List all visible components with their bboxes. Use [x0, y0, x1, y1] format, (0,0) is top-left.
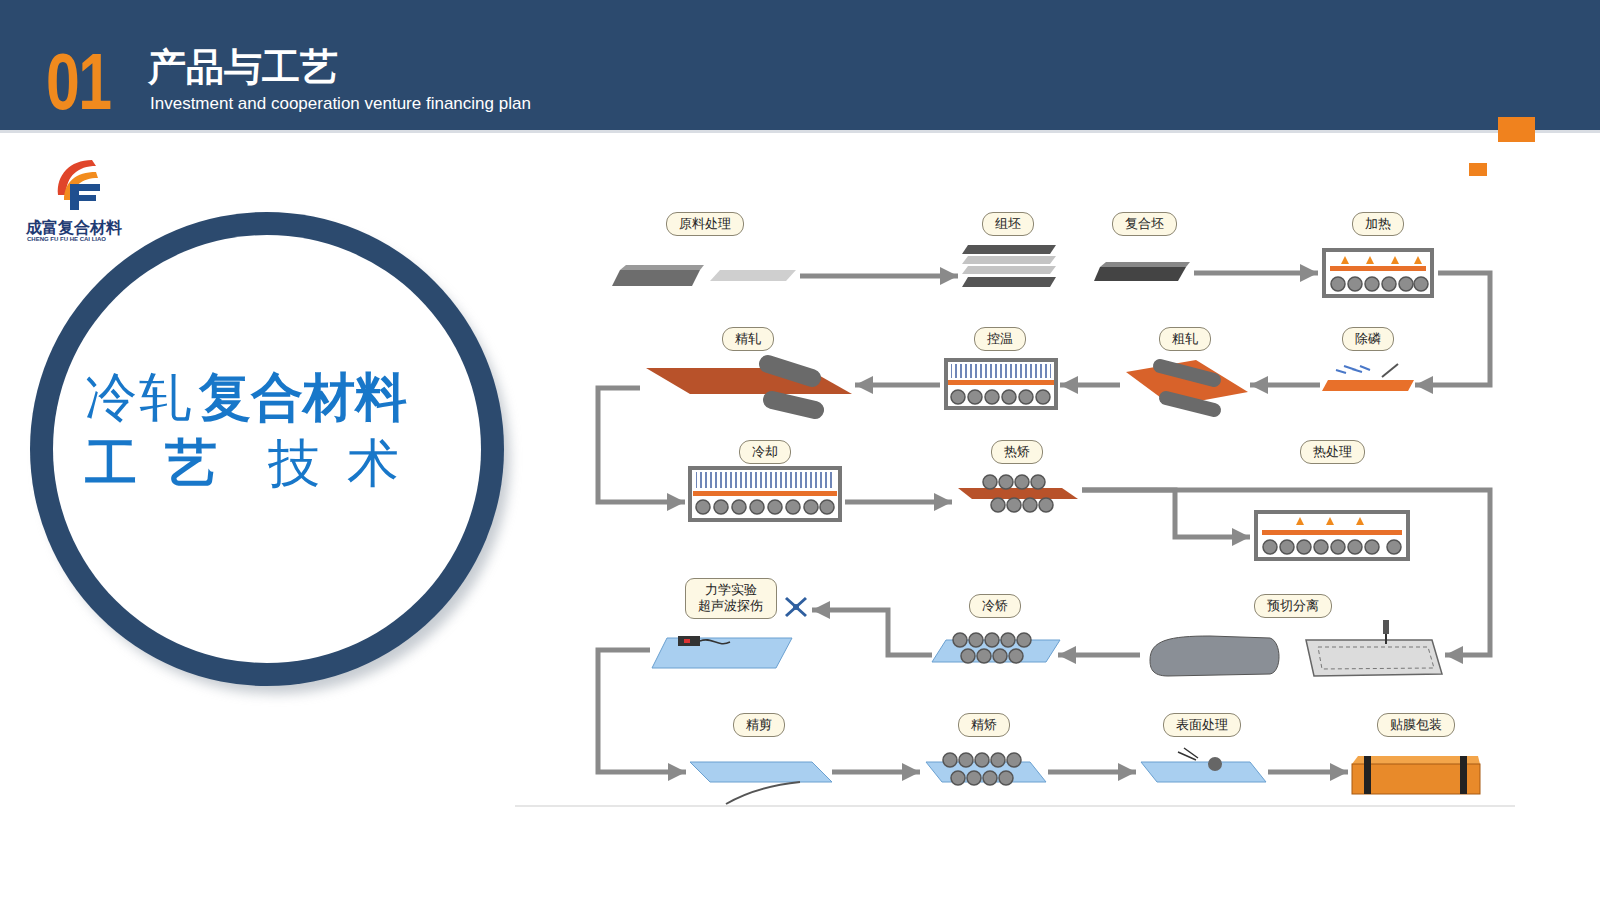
flow-arrow: [598, 650, 686, 772]
step-label: 精剪: [733, 713, 785, 737]
base-rule: [515, 805, 1515, 807]
company-pinyin: CHENG FU FU HE CAI LIAO: [27, 236, 106, 242]
circle-heading: 冷轧: [85, 367, 193, 427]
step-label: 预切分离: [1254, 594, 1332, 618]
accent-square: [1469, 163, 1487, 176]
process-step: 除磷: [1320, 327, 1415, 397]
step-label: 精轧: [722, 327, 774, 351]
flow-arrow: [800, 274, 958, 279]
process-step: 加热: [1318, 212, 1438, 300]
company-logo: [58, 160, 100, 210]
flow-arrow: [1060, 383, 1120, 388]
company-name: 成富复合材料: [26, 218, 122, 239]
circle-heading: 工 艺: [85, 433, 222, 493]
step-label: 组坯: [982, 212, 1034, 236]
process-step: 组坯: [958, 212, 1058, 296]
process-step: 冷矫: [932, 594, 1058, 674]
step-label: 贴膜包装: [1377, 713, 1455, 737]
step-label: 力学实验 超声波探伤: [685, 578, 777, 619]
flow-arrow: [1058, 653, 1140, 658]
flow-arrow: [1082, 490, 1250, 537]
section-number: 01: [46, 36, 111, 128]
process-step: 控温: [940, 327, 1060, 415]
process-step: 粗轧: [1120, 327, 1250, 417]
flow-arrow: [1048, 770, 1136, 775]
subtitle: Investment and cooperation venture finan…: [150, 94, 531, 114]
step-label: 除磷: [1342, 327, 1394, 351]
process-step: 精剪: [686, 713, 832, 798]
flow-arrow: [812, 610, 932, 655]
title-circle: 冷轧复合材料工 艺技 术: [30, 212, 504, 686]
flow-arrow: [598, 388, 685, 502]
accent-square: [1498, 117, 1535, 142]
step-label: 控温: [974, 327, 1026, 351]
flow-arrow: [1082, 490, 1490, 655]
step-label: 热矫: [991, 440, 1043, 464]
process-step: 冷却: [685, 440, 845, 525]
step-label: 冷却: [739, 440, 791, 464]
circle-heading: 复合材料: [199, 367, 407, 427]
flow-arrow: [832, 770, 920, 775]
flow-arrow: [855, 383, 940, 388]
process-step: 贴膜包装: [1348, 713, 1484, 803]
header-shadow: [0, 130, 1600, 133]
process-step: 预切分离: [1140, 594, 1445, 680]
process-step: 原料处理: [610, 212, 800, 292]
step-label: 原料处理: [666, 212, 744, 236]
header-bar: [0, 0, 1600, 130]
step-label: 加热: [1352, 212, 1404, 236]
process-step: 力学实验 超声波探伤: [650, 578, 812, 674]
step-label: 表面处理: [1163, 713, 1241, 737]
process-step: 精矫: [920, 713, 1048, 788]
flow-arrow: [845, 500, 952, 505]
step-label: 热处理: [1300, 440, 1365, 464]
circle-heading: 技 术: [268, 433, 404, 493]
process-step: 热处理: [1250, 440, 1415, 565]
process-step: 表面处理: [1136, 713, 1268, 788]
flow-arrow: [1250, 383, 1320, 388]
step-label: 粗轧: [1159, 327, 1211, 351]
process-step: 复合坯: [1094, 212, 1194, 292]
flow-arrow: [1268, 770, 1348, 775]
step-label: 精矫: [958, 713, 1010, 737]
process-step: 精轧: [640, 327, 855, 417]
flow-arrow: [1415, 273, 1490, 385]
process-illustrations: [612, 245, 1480, 804]
process-step: 热矫: [952, 440, 1082, 515]
step-label: 复合坯: [1112, 212, 1177, 236]
step-label: 冷矫: [969, 594, 1021, 618]
flow-arrow: [1194, 271, 1318, 276]
page-title: 产品与工艺: [148, 42, 338, 93]
